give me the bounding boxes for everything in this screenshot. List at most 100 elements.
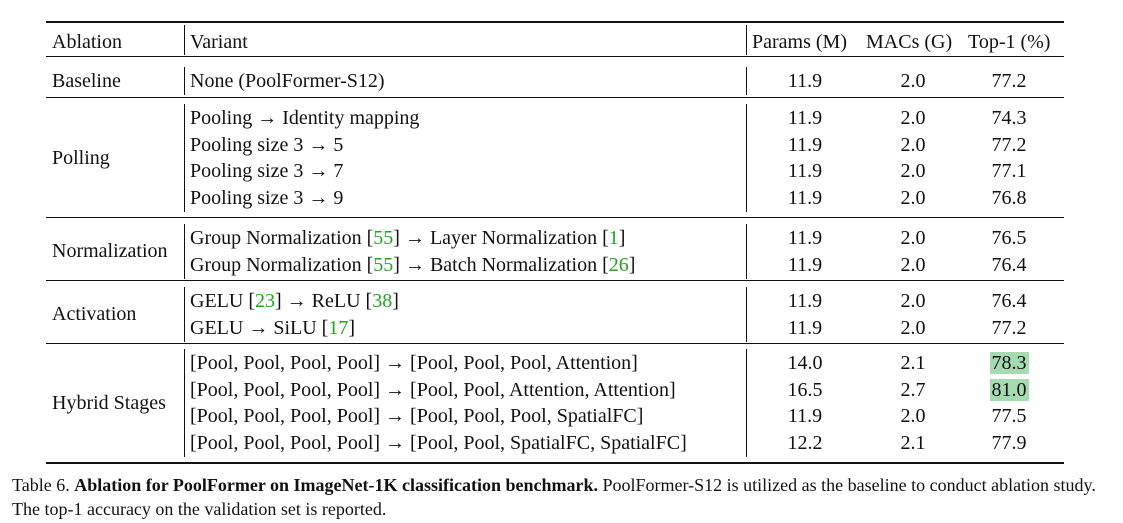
column-divider bbox=[184, 67, 185, 95]
header-params: Params (M) bbox=[752, 31, 847, 53]
top1-value: 81.0 bbox=[989, 378, 1029, 401]
variant-text: Group Normalization [ bbox=[190, 253, 374, 276]
top1-cell: 77.2 bbox=[969, 69, 1049, 93]
top1-cell: 76.5 bbox=[969, 226, 1049, 250]
column-divider bbox=[184, 287, 185, 342]
variant-text: ] → Batch Normalization [ bbox=[393, 253, 609, 276]
variant-text: Pooling size 3 → 5 bbox=[190, 133, 344, 156]
params-cell: 11.9 bbox=[787, 107, 823, 129]
table-rule bbox=[46, 462, 1064, 464]
column-divider bbox=[746, 67, 747, 95]
table-rule bbox=[46, 56, 1064, 57]
top1-value: 76.4 bbox=[991, 290, 1027, 312]
variant-cell: [Pool, Pool, Pool, Pool] → [Pool, Pool, … bbox=[190, 378, 676, 402]
top1-cell: 76.4 bbox=[969, 289, 1049, 313]
header-ablation: Ablation bbox=[52, 31, 122, 53]
macs-cell: 2.7 bbox=[900, 378, 926, 401]
top1-cell: 77.1 bbox=[969, 159, 1049, 183]
top1-value: 77.2 bbox=[991, 133, 1027, 156]
variant-text: Pooling size 3 → 9 bbox=[190, 186, 344, 209]
params-cell: 12.2 bbox=[787, 431, 823, 454]
top1-cell: 76.8 bbox=[969, 186, 1049, 210]
variant-text: ] bbox=[348, 316, 355, 339]
macs-cell: 2.0 bbox=[900, 290, 926, 312]
top1-cell: 77.2 bbox=[969, 316, 1049, 340]
params-cell: 16.5 bbox=[787, 378, 823, 401]
macs-cell: 2.0 bbox=[900, 160, 926, 182]
variant-text: ] → ReLU [ bbox=[274, 290, 373, 312]
top1-value: 76.4 bbox=[991, 253, 1027, 276]
params-cell: 11.9 bbox=[787, 253, 823, 276]
variant-text: [Pool, Pool, Pool, Pool] → [Pool, Pool, … bbox=[190, 378, 676, 401]
caption-label: Table 6. bbox=[12, 475, 70, 495]
top1-cell: 81.0 bbox=[969, 378, 1049, 402]
top1-cell: 77.9 bbox=[969, 431, 1049, 455]
macs-cell: 2.0 bbox=[900, 133, 926, 156]
top1-cell: 78.3 bbox=[969, 351, 1049, 375]
ablation-label: Normalization bbox=[52, 240, 168, 263]
column-divider bbox=[746, 104, 747, 212]
variant-cell: [Pool, Pool, Pool, Pool] → [Pool, Pool, … bbox=[190, 404, 643, 428]
top1-value: 74.3 bbox=[991, 107, 1027, 129]
macs-cell: 2.1 bbox=[900, 431, 926, 454]
column-divider bbox=[746, 349, 747, 457]
header-variant: Variant bbox=[190, 31, 248, 53]
variant-text: None (PoolFormer-S12) bbox=[190, 70, 385, 92]
params-cell: 11.9 bbox=[787, 186, 823, 209]
params-cell: 11.9 bbox=[787, 70, 823, 92]
variant-text: [Pool, Pool, Pool, Pool] → [Pool, Pool, … bbox=[190, 352, 638, 374]
column-divider bbox=[184, 25, 185, 55]
caption-title: Ablation for PoolFormer on ImageNet-1K c… bbox=[74, 475, 598, 495]
variant-text: Pooling → Identity mapping bbox=[190, 107, 420, 129]
variant-text: Pooling size 3 → 7 bbox=[190, 160, 344, 182]
citation-link[interactable]: 55 bbox=[373, 253, 394, 276]
variant-text: ] bbox=[628, 253, 636, 276]
citation-link[interactable]: 55 bbox=[373, 227, 394, 249]
table-rule bbox=[46, 217, 1064, 218]
ablation-label: Baseline bbox=[52, 70, 121, 92]
column-divider bbox=[184, 104, 185, 212]
header-top1: Top-1 (%) bbox=[968, 31, 1051, 53]
variant-cell: Pooling size 3 → 5 bbox=[190, 133, 343, 157]
params-cell: 11.9 bbox=[787, 227, 823, 249]
ablation-label: Hybrid Stages bbox=[52, 391, 166, 414]
variant-cell: GELU → SiLU [17] bbox=[190, 316, 355, 340]
table-rule bbox=[46, 343, 1064, 344]
params-cell: 11.9 bbox=[787, 133, 823, 156]
top1-value: 76.5 bbox=[991, 227, 1027, 249]
variant-text: [Pool, Pool, Pool, Pool] → [Pool, Pool, … bbox=[190, 405, 644, 427]
table-rule bbox=[46, 97, 1064, 98]
table-rule bbox=[46, 21, 1064, 23]
macs-cell: 2.0 bbox=[900, 107, 926, 129]
variant-cell: GELU [23] → ReLU [38] bbox=[190, 289, 399, 313]
column-divider bbox=[746, 224, 747, 279]
top1-value: 77.2 bbox=[991, 316, 1027, 339]
macs-cell: 2.0 bbox=[900, 253, 926, 276]
variant-text: GELU [ bbox=[190, 290, 255, 312]
citation-link[interactable]: 23 bbox=[254, 290, 275, 312]
citation-link[interactable]: 17 bbox=[328, 316, 349, 339]
top1-cell: 77.2 bbox=[969, 133, 1049, 157]
citation-link[interactable]: 26 bbox=[608, 253, 629, 276]
table-rule bbox=[46, 280, 1064, 281]
ablation-label: Polling bbox=[52, 146, 110, 169]
variant-cell: Pooling size 3 → 9 bbox=[190, 186, 343, 210]
variant-text: ] bbox=[392, 290, 399, 312]
column-divider bbox=[746, 25, 747, 55]
variant-text: Group Normalization [ bbox=[190, 227, 374, 249]
top1-cell: 77.5 bbox=[969, 404, 1049, 428]
macs-cell: 2.0 bbox=[900, 316, 926, 339]
variant-cell: Group Normalization [55] → Batch Normali… bbox=[190, 253, 635, 277]
top1-cell: 76.4 bbox=[969, 253, 1049, 277]
params-cell: 11.9 bbox=[787, 160, 823, 182]
top1-value: 77.5 bbox=[991, 405, 1027, 427]
variant-cell: [Pool, Pool, Pool, Pool] → [Pool, Pool, … bbox=[190, 351, 638, 375]
citation-link[interactable]: 1 bbox=[608, 227, 619, 249]
macs-cell: 2.0 bbox=[900, 227, 926, 249]
variant-cell: Group Normalization [55] → Layer Normali… bbox=[190, 226, 625, 250]
ablation-label: Activation bbox=[52, 303, 137, 326]
citation-link[interactable]: 38 bbox=[372, 290, 393, 312]
top1-value: 77.9 bbox=[991, 431, 1027, 454]
top1-value: 76.8 bbox=[991, 186, 1027, 209]
